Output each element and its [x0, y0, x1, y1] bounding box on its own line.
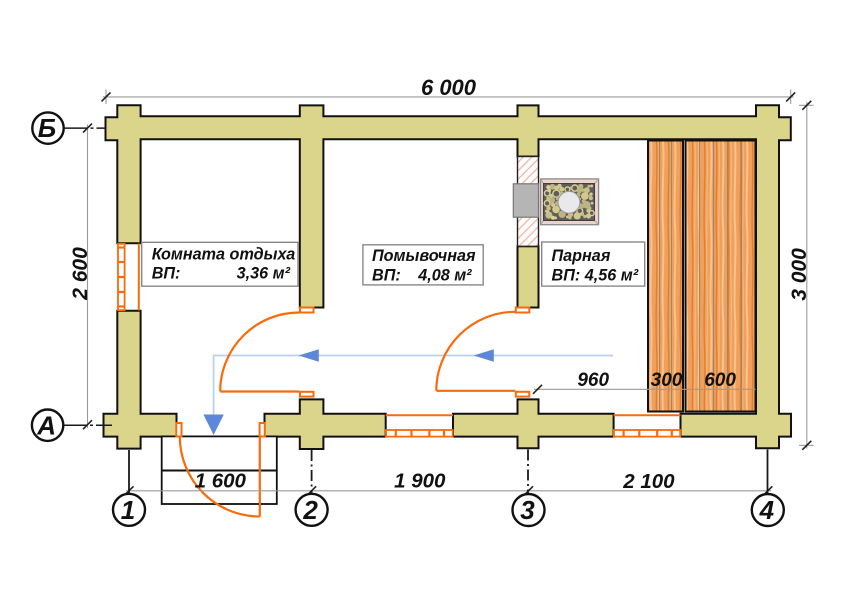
svg-text:1 900: 1 900 [394, 470, 446, 493]
svg-text:2 100: 2 100 [622, 470, 675, 493]
svg-text:А: А [36, 410, 56, 440]
svg-text:1: 1 [121, 495, 135, 525]
svg-text:ВП:: ВП: [372, 267, 401, 285]
svg-text:600: 600 [704, 370, 736, 391]
svg-text:4: 4 [759, 495, 775, 525]
svg-text:Комната отдыха: Комната отдыха [152, 246, 296, 264]
svg-text:2: 2 [302, 495, 318, 525]
svg-text:Помывочная: Помывочная [372, 247, 476, 265]
svg-text:300: 300 [651, 370, 683, 391]
svg-text:3,36 м²: 3,36 м² [237, 265, 291, 283]
svg-text:Б: Б [38, 113, 56, 143]
svg-text:6 000: 6 000 [421, 75, 477, 100]
svg-text:Парная: Парная [552, 247, 611, 265]
svg-text:ВП: 4,56 м²: ВП: 4,56 м² [552, 267, 639, 285]
svg-text:2 600: 2 600 [69, 247, 92, 301]
svg-text:1 600: 1 600 [195, 470, 247, 493]
svg-text:ВП:: ВП: [152, 265, 181, 283]
svg-text:3: 3 [520, 495, 535, 525]
svg-text:960: 960 [577, 370, 609, 391]
svg-text:3 000: 3 000 [788, 248, 811, 301]
svg-text:4,08 м²: 4,08 м² [417, 267, 472, 285]
